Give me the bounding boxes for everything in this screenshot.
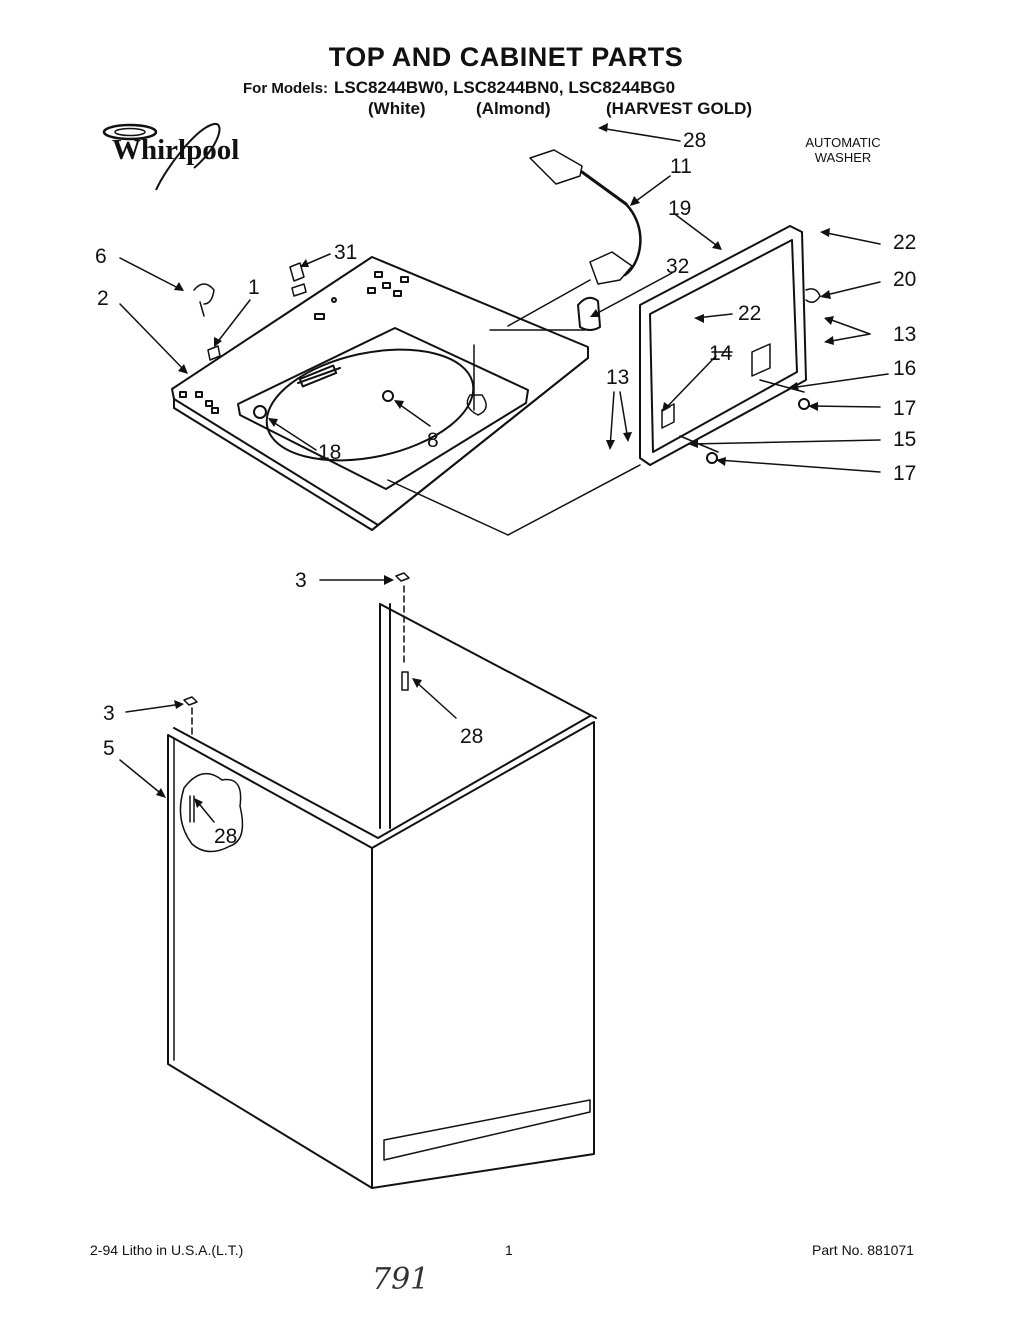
whirlpool-swoosh-icon [102,122,221,191]
callout-1: 1 [248,276,260,299]
part-number: Part No. 881071 [812,1242,914,1258]
models-line: For Models: LSC8244BW0, LSC8244BN0, LSC82… [243,78,675,98]
callout-28-low: 28 [214,825,238,848]
handwritten-note: 791 [372,1262,430,1297]
lid-switch-harness [473,149,642,411]
models-label: For Models: [243,80,328,97]
callout-5: 5 [103,737,115,760]
color-white: (White) [368,99,426,118]
callout-13-right: 13 [893,323,917,346]
callout-32: 32 [666,255,690,278]
color-harvest-gold: (HARVEST GOLD) [606,99,753,118]
callout-19: 19 [668,197,692,220]
callout-16: 16 [893,357,917,380]
page-title: TOP AND CABINET PARTS [328,42,684,72]
callout-13-left: 13 [606,366,630,389]
callout-28-mid: 28 [460,725,484,748]
callout-18: 18 [318,441,342,464]
leader-lines [119,127,889,823]
callout-3-upper: 3 [295,569,307,592]
product-type-line-1: AUTOMATIC [805,135,881,150]
callout-28-top: 28 [683,129,707,152]
callout-17-upper: 17 [893,397,917,420]
callout-14: 14 [709,342,733,365]
callout-15: 15 [893,428,917,451]
washer-cabinet [167,572,597,1189]
whirlpool-logo: Whirlpool [112,134,240,166]
washer-top-panel [171,256,641,536]
small-parts-top [193,262,394,419]
product-type: AUTOMATIC WASHER [790,135,896,165]
page-number: 1 [505,1242,513,1258]
callout-2: 2 [97,287,109,310]
callout-3-lower: 3 [103,702,115,725]
callout-17-lower: 17 [893,462,917,485]
litho-note: 2-94 Litho in U.S.A.(L.T.) [90,1242,244,1258]
arrowheads [156,123,834,808]
callout-22-inner: 22 [738,302,762,325]
callout-11: 11 [670,155,692,178]
callout-8: 8 [427,429,439,452]
model-numbers: LSC8244BW0, LSC8244BN0, LSC8244BG0 [334,78,676,97]
callout-22-right: 22 [893,231,917,254]
product-type-line-2: WASHER [814,150,872,165]
color-almond: (Almond) [476,99,551,118]
callout-20: 20 [893,268,917,291]
callout-31: 31 [334,241,358,264]
callout-6: 6 [95,245,107,268]
